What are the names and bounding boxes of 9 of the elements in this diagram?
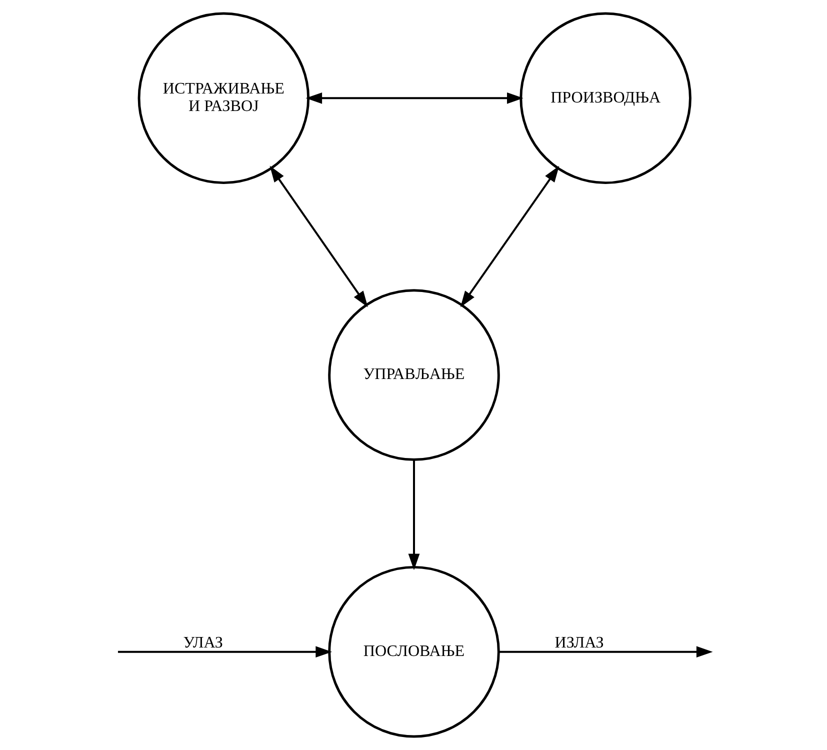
node-circle: ПОСЛОВАЊЕ: [328, 566, 500, 738]
arrow: [305, 92, 523, 104]
edge-label: ИЗЛАЗ: [554, 634, 604, 652]
edge-label: УЛАЗ: [182, 634, 222, 652]
arrow: [408, 460, 420, 570]
arrow: [498, 646, 712, 658]
arrow: [117, 646, 332, 658]
arrow: [460, 166, 559, 308]
arrow: [269, 166, 368, 308]
